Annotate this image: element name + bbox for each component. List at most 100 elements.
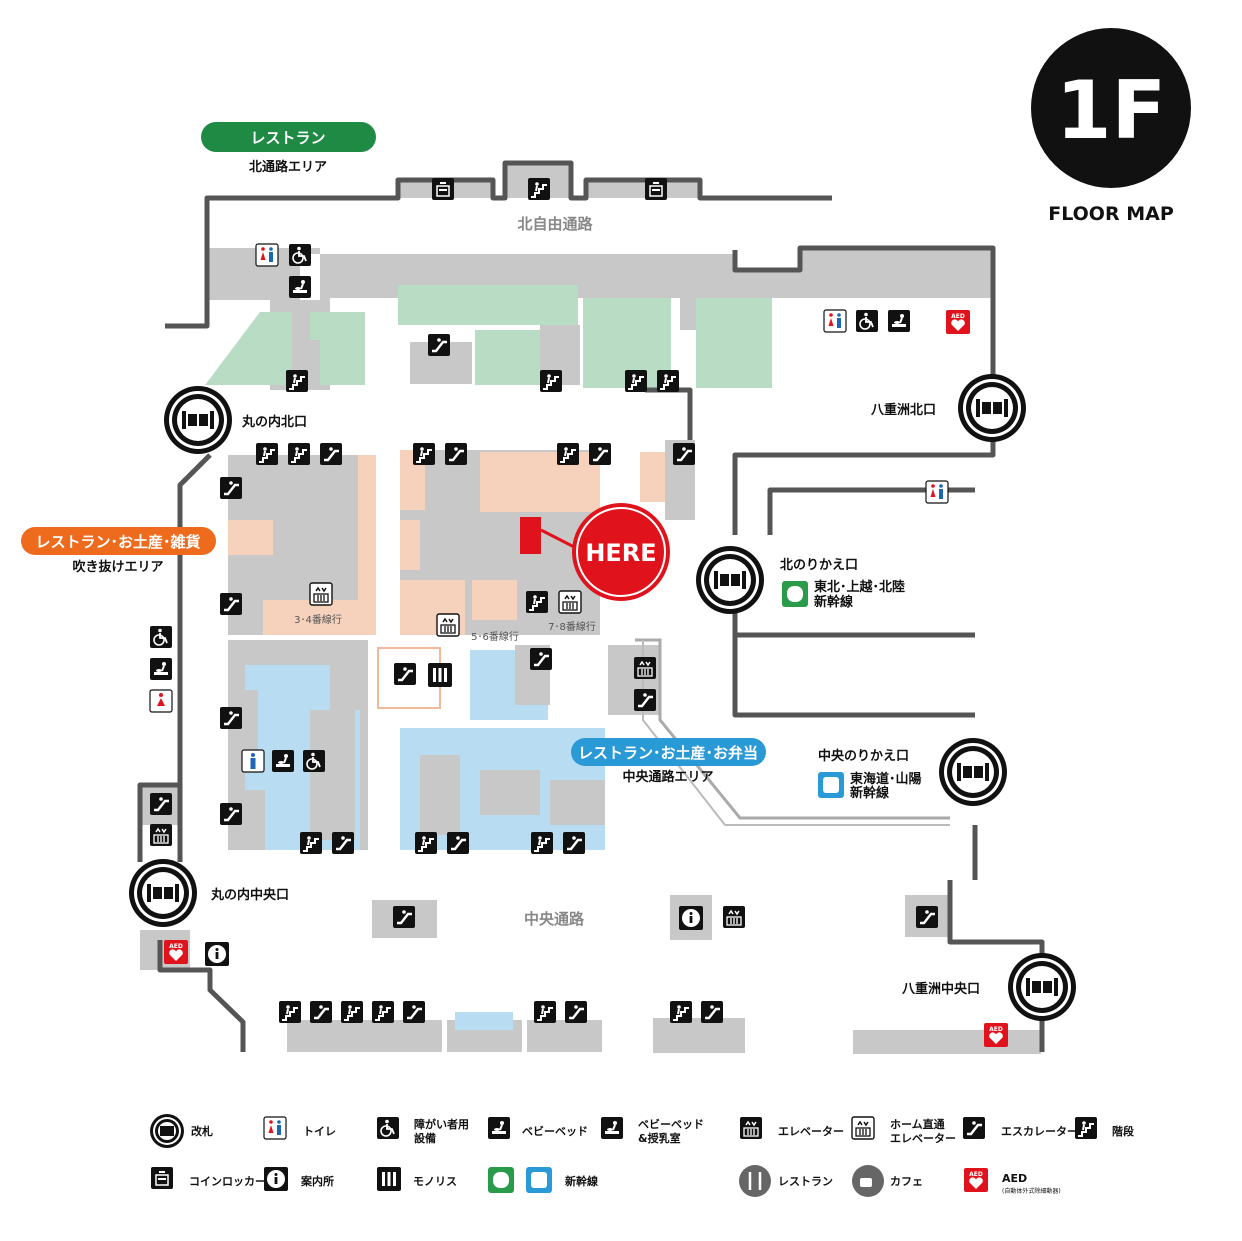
- svg-text:レストラン: レストラン: [250, 129, 325, 147]
- floor-badge: 1F FLOOR MAP: [1031, 28, 1191, 225]
- walls: [137, 160, 1045, 1052]
- svg-text:吹き抜けエリア: 吹き抜けエリア: [72, 559, 163, 575]
- tohoku-line1: 東北･上越･北陸: [814, 579, 905, 595]
- here-marker: HERE: [520, 503, 670, 601]
- legend-label: 階段: [1112, 1124, 1134, 1138]
- legend: 改札 トイレ 障がい者用 設備 ベビーベッド ベビーベッド &授乳室 エレベータ…: [150, 1114, 1134, 1197]
- baby-bed-icon: [288, 275, 312, 299]
- gate-label-marunouchi-north: 丸の内北口: [241, 414, 307, 430]
- elevator-icon: [149, 823, 173, 847]
- toilet-icon: [823, 309, 847, 333]
- legend-item-monolith: モノリス: [377, 1167, 457, 1191]
- platform-elevator-label: 3･4番線行: [294, 613, 342, 626]
- info-icon: [205, 942, 229, 966]
- tokaido-line1: 東海道･山陽: [850, 771, 922, 787]
- stairs-icon: [340, 1000, 364, 1024]
- svg-text:レストラン･お土産･お弁当: レストラン･お土産･お弁当: [578, 744, 758, 762]
- escalator-icon: [699, 999, 725, 1025]
- legend-label: エスカレーター: [1001, 1125, 1078, 1138]
- legend-item-platform-elevator: ホーム直通 エレベーター: [851, 1116, 956, 1145]
- legend-item-restaurant: レストラン: [739, 1165, 833, 1197]
- toilet-icon: [255, 243, 279, 267]
- escalator-icon: [401, 999, 427, 1025]
- monolith-icon: [428, 663, 452, 687]
- elevator-icon: [633, 656, 657, 680]
- legend-label: ホーム直通: [890, 1117, 945, 1131]
- accessible-toilet-icon: [302, 749, 326, 773]
- toilet-icon: [925, 480, 949, 504]
- stairs-icon: [624, 369, 648, 393]
- ticket-gate-icon: [1008, 953, 1076, 1021]
- baby-bed-icon: [271, 749, 295, 773]
- legend-label: &授乳室: [638, 1131, 681, 1145]
- gate-label-north-transfer: 北のりかえ口: [780, 558, 858, 573]
- escalator-icon: [561, 830, 587, 856]
- gate-label-yaesu-central: 八重洲中央口: [901, 981, 980, 997]
- legend-label: ベビーベッド: [522, 1124, 588, 1138]
- stairs-icon: [287, 442, 311, 466]
- corridor-north: 北自由通路: [517, 215, 593, 233]
- accessible-toilet-icon: [149, 625, 173, 649]
- gate-label-central-transfer: 中央のりかえ口: [818, 748, 909, 764]
- stairs-icon: [299, 831, 323, 855]
- escalator-icon: [632, 687, 658, 713]
- legend-item-aed: AED (自動体外式除細動器): [964, 1168, 1061, 1195]
- legend-item-elevator: エレベーター: [739, 1116, 844, 1140]
- ticket-gate-icon: [958, 374, 1026, 442]
- legend-label: コインロッカー: [189, 1175, 266, 1188]
- legend-label: モノリス: [413, 1175, 457, 1188]
- escalator-icon: [914, 904, 940, 930]
- legend-label: 設備: [414, 1131, 436, 1145]
- escalator-icon: [218, 475, 244, 501]
- coin-locker-icon: [431, 177, 455, 201]
- legend-label: 改札: [191, 1124, 213, 1138]
- escalator-icon: [671, 441, 697, 467]
- legend-label: 新幹線: [565, 1174, 598, 1188]
- legend-item-coin-locker: コインロッカー: [150, 1166, 266, 1190]
- stairs-icon: [255, 442, 279, 466]
- coin-locker-icon: [644, 177, 668, 201]
- zone-north-restaurant: レストラン 北通路エリア: [201, 122, 376, 175]
- escalator-icon: [392, 661, 418, 687]
- escalator-icon: [330, 830, 356, 856]
- escalator-icon: [308, 999, 334, 1025]
- accessible-toilet-icon: [855, 309, 879, 333]
- legend-item-baby-bed: ベビーベッド: [487, 1116, 588, 1140]
- escalator-icon: [318, 441, 344, 467]
- legend-sub: (自動体外式除細動器): [1002, 1187, 1061, 1195]
- ticket-gate-icon: [939, 738, 1007, 806]
- tohoku-line2: 新幹線: [814, 594, 854, 610]
- svg-text:北通路エリア: 北通路エリア: [249, 159, 327, 175]
- escalator-icon: [445, 830, 471, 856]
- floor-label: 1F: [1056, 64, 1166, 157]
- platform-elevator-label: 5･6番線行: [471, 630, 519, 643]
- stairs-icon: [533, 1000, 557, 1024]
- escalator-icon: [563, 999, 589, 1025]
- baby-bed-icon: [149, 657, 173, 681]
- legend-item-accessible: 障がい者用 設備: [376, 1116, 469, 1145]
- escalator-icon: [426, 332, 452, 358]
- toilet-female-icon: [149, 689, 173, 713]
- escalator-icon: [218, 705, 244, 731]
- legend-label: エレベーター: [778, 1125, 844, 1138]
- platform-elevator-icon: [436, 613, 460, 637]
- platform-elevator-icon: [309, 582, 333, 606]
- stairs-icon: [669, 1000, 693, 1024]
- tokaido-line2: 新幹線: [850, 785, 890, 801]
- stairs-icon: [278, 1000, 302, 1024]
- legend-label: AED: [1002, 1172, 1027, 1185]
- escalator-icon: [218, 801, 244, 827]
- platform-elevator-label: 7･8番線行: [548, 620, 596, 633]
- ticket-gate-icon: [164, 386, 232, 454]
- escalator-icon: [443, 441, 469, 467]
- ticket-gate-icon: [696, 546, 764, 614]
- legend-label: ベビーベッド: [638, 1117, 704, 1131]
- corridor-central: 中央通路: [524, 910, 585, 928]
- legend-item-stairs: 階段: [1074, 1116, 1134, 1140]
- stairs-icon: [539, 369, 563, 393]
- stairs-icon: [527, 177, 551, 201]
- stairs-icon: [412, 442, 436, 466]
- stairs-icon: [525, 590, 549, 614]
- shinkansen-tohoku: 東北･上越･北陸 新幹線: [782, 579, 905, 610]
